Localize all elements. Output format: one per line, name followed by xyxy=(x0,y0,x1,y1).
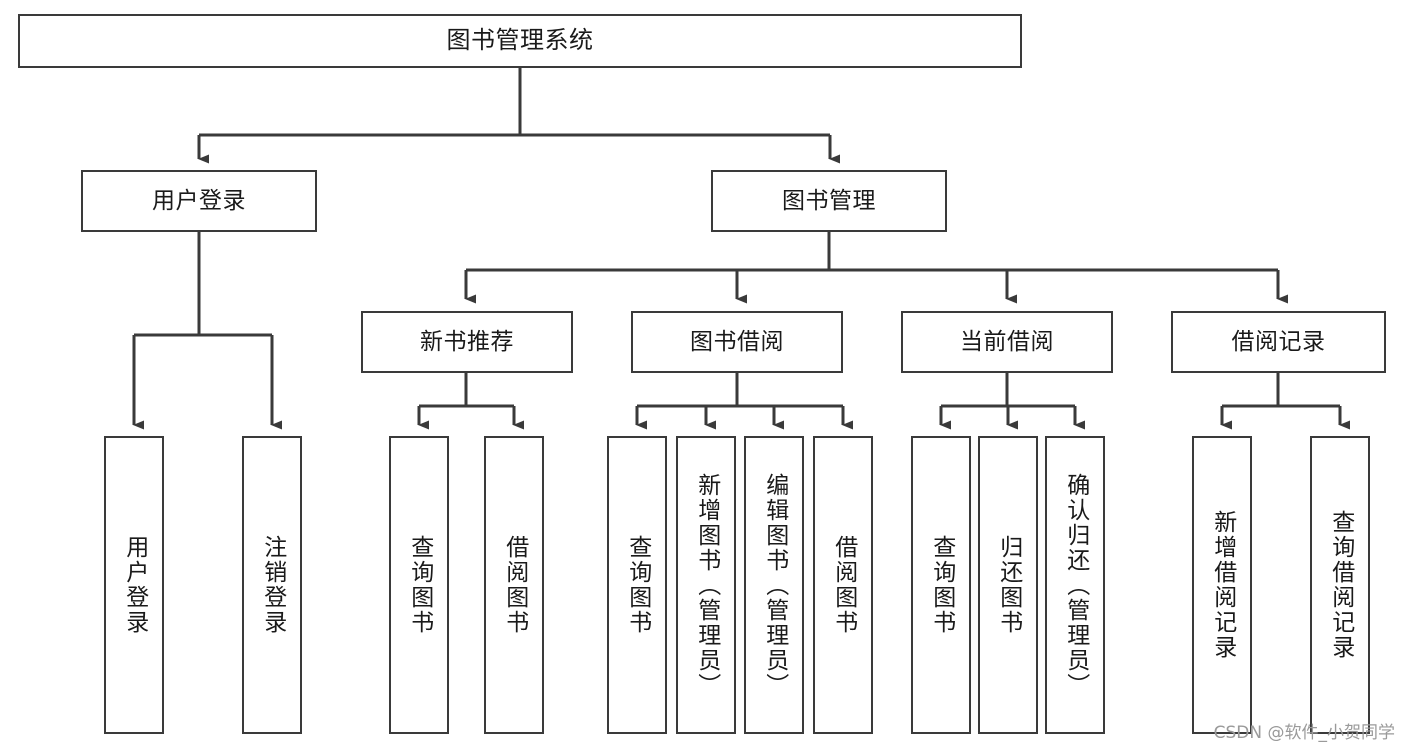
node-label: 查询图书 xyxy=(928,535,955,635)
node-new-book-recommendation[interactable]: 新书推荐 xyxy=(361,311,573,373)
node-label: 查询借阅记录 xyxy=(1327,510,1354,660)
node-current-borrowing[interactable]: 当前借阅 xyxy=(901,311,1113,373)
node-label: 图书管理系统 xyxy=(446,26,594,55)
leaf-record-add-borrow-record[interactable]: 新增借阅记录 xyxy=(1192,436,1252,734)
node-user-login[interactable]: 用户登录 xyxy=(81,170,317,232)
node-label: 新增借阅记录 xyxy=(1209,510,1236,660)
node-label: 注销登录 xyxy=(259,535,286,635)
node-label: 用户登录 xyxy=(121,535,148,635)
node-borrowing-record[interactable]: 借阅记录 xyxy=(1171,311,1386,373)
leaf-new-book-borrow-books[interactable]: 借阅图书 xyxy=(484,436,544,734)
node-label: 借阅图书 xyxy=(501,535,528,635)
node-label: 归还图书 xyxy=(995,535,1022,635)
node-label: 查询图书 xyxy=(624,535,651,635)
leaf-current-confirm-return-admin[interactable]: 确认归还（管理员） xyxy=(1045,436,1105,734)
node-label: 确认归还（管理员） xyxy=(1062,472,1089,698)
node-label: 用户登录 xyxy=(152,187,246,214)
node-label: 借阅图书 xyxy=(830,535,857,635)
node-label: 新增图书（管理员） xyxy=(693,472,720,698)
leaf-current-return-books[interactable]: 归还图书 xyxy=(978,436,1038,734)
leaf-borrow-borrow-books[interactable]: 借阅图书 xyxy=(813,436,873,734)
node-label: 当前借阅 xyxy=(960,328,1054,355)
node-label: 图书借阅 xyxy=(690,328,784,355)
leaf-new-book-query-books[interactable]: 查询图书 xyxy=(389,436,449,734)
node-label: 查询图书 xyxy=(406,535,433,635)
node-book-management[interactable]: 图书管理 xyxy=(711,170,947,232)
node-label: 借阅记录 xyxy=(1231,328,1326,355)
leaf-record-query-borrow-record[interactable]: 查询借阅记录 xyxy=(1310,436,1370,734)
node-label: 图书管理 xyxy=(782,187,876,214)
node-book-borrowing[interactable]: 图书借阅 xyxy=(631,311,843,373)
leaf-user-login-login[interactable]: 用户登录 xyxy=(104,436,164,734)
node-label: 编辑图书（管理员） xyxy=(761,472,788,698)
leaf-borrow-add-book-admin[interactable]: 新增图书（管理员） xyxy=(676,436,736,734)
node-root-book-management-system[interactable]: 图书管理系统 xyxy=(18,14,1022,68)
leaf-borrow-edit-book-admin[interactable]: 编辑图书（管理员） xyxy=(744,436,804,734)
csdn-watermark: CSDN @软件_小贺同学 xyxy=(1213,723,1395,743)
leaf-borrow-query-books[interactable]: 查询图书 xyxy=(607,436,667,734)
leaf-user-login-logout[interactable]: 注销登录 xyxy=(242,436,302,734)
node-label: 新书推荐 xyxy=(420,328,514,355)
leaf-current-query-books[interactable]: 查询图书 xyxy=(911,436,971,734)
